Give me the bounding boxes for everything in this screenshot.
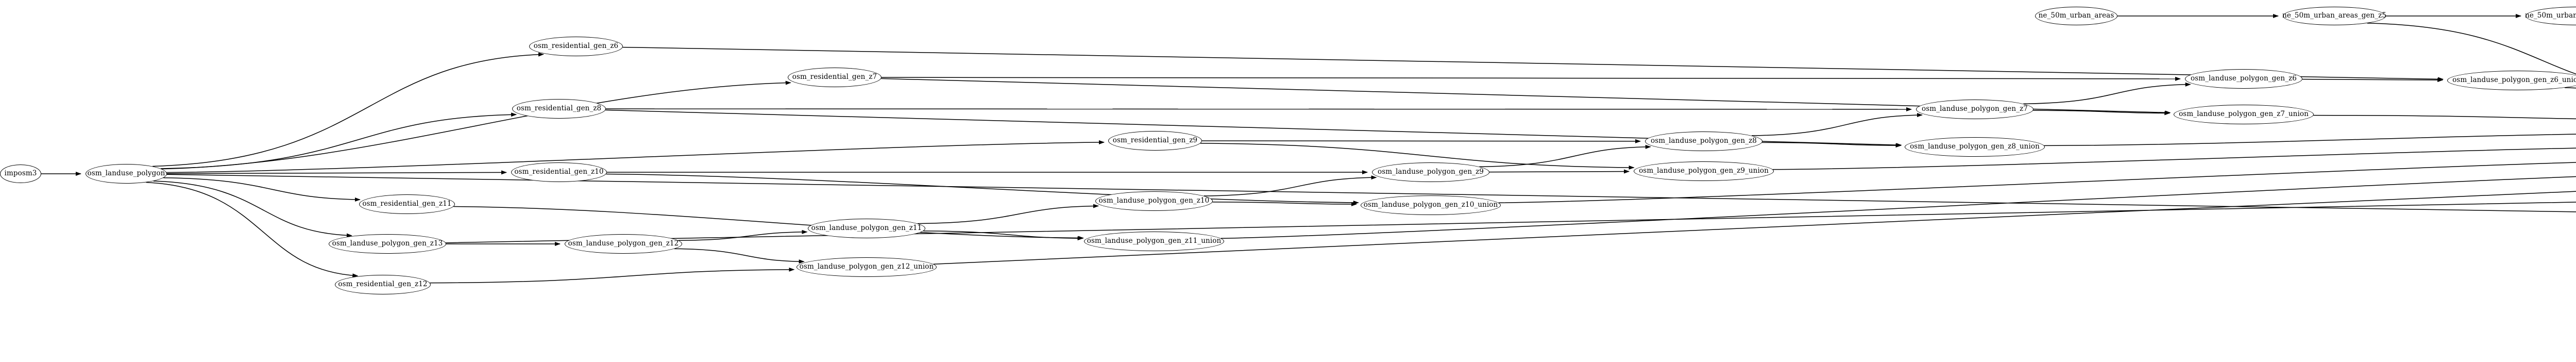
- graph-node-label: osm_landuse_polygon_gen_z12: [568, 239, 679, 248]
- graph-node-osm_residential_gen_z7[interactable]: osm_residential_gen_z7: [788, 68, 882, 87]
- graph-node-label: osm_landuse_polygon: [87, 169, 165, 178]
- graph-node-osm_residential_gen_z6[interactable]: osm_residential_gen_z6: [529, 37, 623, 56]
- graph-node-label: osm_landuse_polygon_gen_z7: [1922, 105, 2028, 113]
- graph-node-label: osm_landuse_polygon_gen_z12_union: [799, 262, 934, 271]
- graph-node-osm_landuse_polygon_gen_z6[interactable]: osm_landuse_polygon_gen_z6: [2185, 69, 2302, 89]
- graph-node-label: imposm3: [4, 169, 37, 178]
- graph-edge: [152, 52, 544, 167]
- graph-edge: [161, 80, 791, 170]
- graph-node-label: osm_landuse_polygon_gen_z6: [2191, 74, 2297, 83]
- graph-node-osm_landuse_polygon_gen_z9[interactable]: osm_landuse_polygon_gen_z9: [1372, 162, 1489, 182]
- graph-node-osm_landuse_polygon_gen_z7_union[interactable]: osm_landuse_polygon_gen_z7_union: [2174, 105, 2314, 124]
- graph-node-label: osm_landuse_polygon_gen_z13: [332, 239, 443, 248]
- graph-node-osm_residential_gen_z9[interactable]: osm_residential_gen_z9: [1108, 131, 1202, 151]
- graph-node-osm_landuse_polygon_gen_z8[interactable]: osm_landuse_polygon_gen_z8: [1645, 131, 1762, 151]
- graph-node-label: osm_landuse_polygon_gen_z10_union: [1363, 201, 1498, 209]
- graph-edge: [674, 248, 805, 264]
- graph-edge: [622, 46, 2444, 81]
- graph-edge: [1204, 175, 1377, 196]
- graph-node-osm_landuse_polygon_gen_z6_union[interactable]: osm_landuse_polygon_gen_z6_union: [2447, 71, 2576, 90]
- graph-node-osm_residential_gen_z11[interactable]: osm_residential_gen_z11: [359, 194, 455, 214]
- graph-node-label: osm_landuse_polygon_gen_z7_union: [2179, 110, 2309, 119]
- graph-node-label: osm_residential_gen_z11: [362, 200, 452, 208]
- graph-node-label: osm_residential_gen_z10: [514, 168, 604, 176]
- graph-node-osm_landuse_polygon_gen_z9_union[interactable]: osm_landuse_polygon_gen_z9_union: [1634, 161, 1774, 181]
- graph-edge: [430, 267, 795, 284]
- graph-edge: [1221, 176, 2576, 239]
- graph-node-label: ne_50m_urban_areas_gen_z4: [2525, 11, 2576, 20]
- graph-node-osm_landuse_polygon_gen_z13[interactable]: osm_landuse_polygon_gen_z13: [329, 234, 446, 254]
- graph-edge: [161, 112, 517, 169]
- graph-node-label: osm_landuse_polygon_gen_z11: [811, 224, 922, 233]
- graph-node-label: osm_landuse_polygon_gen_z9_union: [1639, 167, 1769, 175]
- graph-edge: [2302, 78, 2444, 83]
- graph-node-imposm3[interactable]: imposm3: [0, 164, 41, 183]
- graph-edge: [166, 174, 2576, 212]
- graph-node-label: ne_50m_urban_areas_gen_z5: [2282, 11, 2386, 20]
- graph-node-osm_landuse_polygon_gen_z12[interactable]: osm_landuse_polygon_gen_z12: [565, 234, 682, 254]
- graph-node-osm_landuse_polygon_gen_z12_union[interactable]: osm_landuse_polygon_gen_z12_union: [796, 257, 937, 277]
- graph-edge: [1212, 201, 1357, 206]
- graph-node-label: osm_landuse_polygon_gen_z8_union: [1910, 142, 2040, 151]
- graph-node-label: osm_residential_gen_z7: [792, 73, 877, 81]
- graph-node-osm_landuse_polygon_gen_z10_union[interactable]: osm_landuse_polygon_gen_z10_union: [1361, 195, 1501, 215]
- graph-edge: [2565, 87, 2576, 89]
- graph-node-label: osm_residential_gen_z9: [1112, 136, 1198, 145]
- graph-edge: [881, 76, 2181, 81]
- graph-node-osm_landuse_polygon_gen_z11_union[interactable]: osm_landuse_polygon_gen_z11_union: [1084, 232, 1224, 251]
- graph-node-label: ne_50m_urban_areas: [2038, 11, 2114, 20]
- graph-node-label: osm_landuse_polygon_gen_z8: [1651, 137, 1757, 145]
- graph-node-ne_50m_urban_areas[interactable]: ne_50m_urban_areas: [2035, 7, 2117, 25]
- graph-node-label: osm_residential_gen_z12: [338, 280, 428, 289]
- graph-edge: [1498, 162, 2576, 203]
- graph-node-osm_landuse_polygon[interactable]: osm_landuse_polygon: [86, 164, 167, 184]
- graph-node-osm_landuse_polygon_gen_z7[interactable]: osm_landuse_polygon_gen_z7: [1916, 100, 2033, 119]
- graph-edge: [2033, 110, 2171, 116]
- graph-node-label: osm_landuse_polygon_gen_z11_union: [1087, 237, 1222, 245]
- graph-node-label: osm_landuse_polygon_gen_z6_union: [2452, 76, 2576, 85]
- graph-edge: [2044, 134, 2576, 146]
- graph-edge: [2313, 114, 2576, 120]
- graph-node-label: osm_residential_gen_z6: [533, 42, 619, 51]
- graph-node-osm_landuse_polygon_gen_z11[interactable]: osm_landuse_polygon_gen_z11: [808, 219, 925, 238]
- graph-edge: [1762, 142, 1902, 148]
- graph-edge: [1200, 143, 1635, 170]
- graph-edge: [606, 173, 1359, 205]
- graph-node-ne_50m_urban_areas_gen_z5[interactable]: ne_50m_urban_areas_gen_z5: [2282, 7, 2386, 25]
- graph-edge: [678, 229, 808, 241]
- graph-node-label: osm_residential_gen_z8: [516, 104, 602, 113]
- graph-edge: [446, 201, 2576, 243]
- graph-node-osm_residential_gen_z10[interactable]: osm_residential_gen_z10: [511, 162, 607, 182]
- graph-node-osm_landuse_polygon_gen_z10[interactable]: osm_landuse_polygon_gen_z10: [1095, 191, 1213, 211]
- graph-edge: [918, 204, 1099, 224]
- graph-edge: [166, 170, 507, 175]
- graph-edge: [146, 182, 359, 278]
- graph-node-osm_landuse_polygon_gen_z8_union[interactable]: osm_landuse_polygon_gen_z8_union: [1905, 137, 2045, 157]
- graph-edge: [2367, 23, 2576, 75]
- graph-node-osm_residential_gen_z8[interactable]: osm_residential_gen_z8: [512, 99, 606, 119]
- graph-edge: [1772, 147, 2576, 170]
- graph-node-osm_residential_gen_z12[interactable]: osm_residential_gen_z12: [335, 275, 431, 294]
- graph-edge: [1479, 144, 1651, 168]
- graph-edge: [2023, 82, 2191, 105]
- graph-edge: [453, 206, 1084, 240]
- graph-node-label: osm_landuse_polygon_gen_z10: [1098, 196, 1210, 205]
- graph-edge: [153, 180, 352, 238]
- graph-edge: [1752, 113, 1923, 136]
- graph-edge: [166, 140, 1105, 173]
- graph-node-label: osm_landuse_polygon_gen_z9: [1378, 168, 1484, 176]
- graph-edge: [163, 177, 361, 202]
